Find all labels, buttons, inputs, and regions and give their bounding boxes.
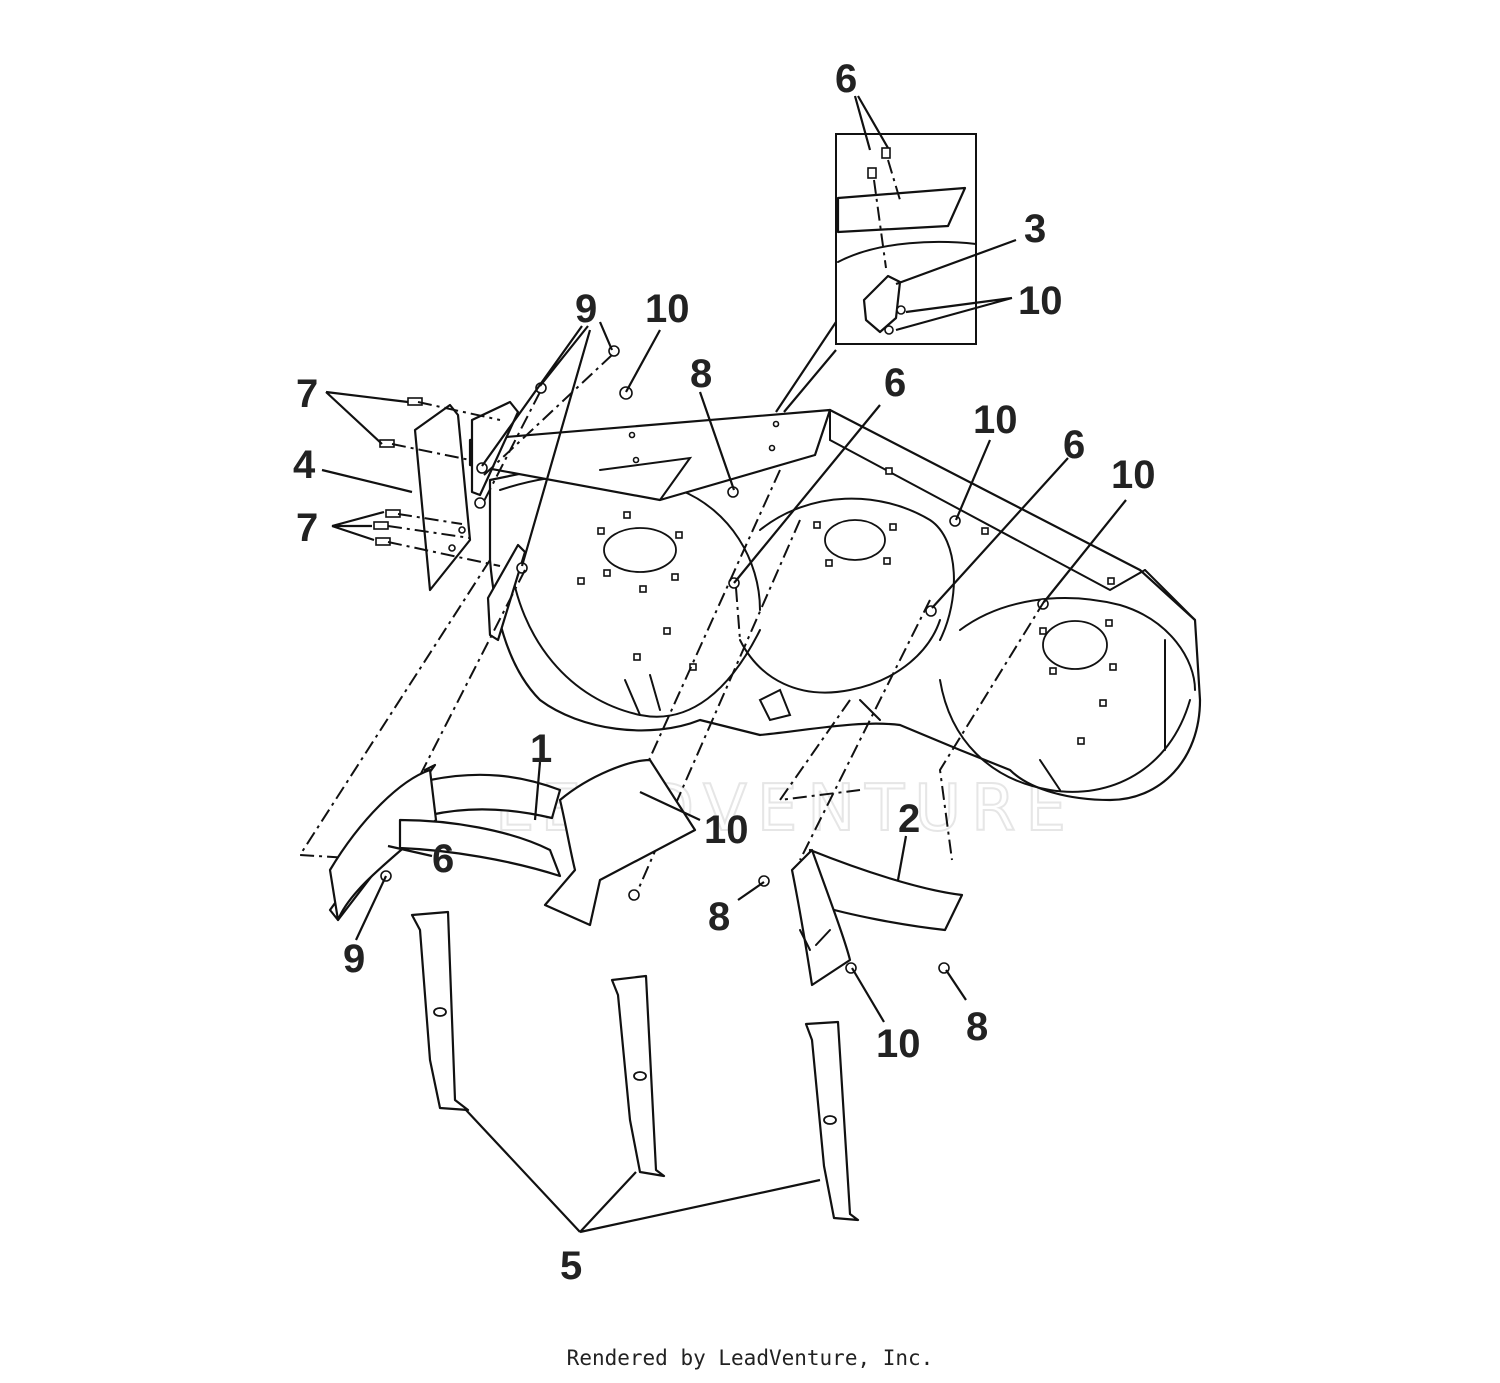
callout-10-right2: 10 (1111, 453, 1156, 497)
callout-6-top: 6 (835, 57, 857, 101)
inset-leader (775, 321, 837, 413)
callout-10-baffle1: 10 (704, 808, 749, 852)
baffle-part1 (328, 758, 697, 927)
spindle-hole-center (824, 519, 886, 561)
callout-5: 5 (560, 1244, 582, 1288)
callout-1: 1 (530, 727, 552, 771)
callout-9-top: 9 (575, 287, 597, 331)
callout-8-left: 8 (708, 895, 730, 939)
callout-6-right: 6 (1063, 423, 1085, 467)
callout-leaders (321, 95, 1127, 1023)
callout-9-bottom: 9 (343, 937, 365, 981)
callout-4: 4 (293, 443, 316, 487)
spindle-hole-right (1042, 620, 1108, 670)
callout-8-right: 8 (966, 1005, 988, 1049)
callout-7-lower: 7 (296, 506, 318, 550)
baffle-part2 (790, 848, 964, 987)
callout-2: 2 (898, 797, 920, 841)
callout-7-upper: 7 (296, 372, 318, 416)
callout-8-mid: 8 (690, 352, 712, 396)
callout-numbers: 6 3 10 9 10 7 4 7 8 6 10 6 10 1 10 6 9 2… (293, 57, 1156, 1288)
blades-part5 (410, 910, 860, 1234)
callout-10-top: 10 (645, 287, 690, 331)
spindle-hole-left (603, 527, 677, 573)
callout-6-baffle1: 6 (432, 837, 454, 881)
callout-10-right1: 10 (973, 398, 1018, 442)
callout-10-baffle2: 10 (876, 1022, 921, 1066)
render-credit: Rendered by LeadVenture, Inc. (566, 1346, 934, 1370)
inset-bracket-part3 (862, 274, 902, 334)
inset-detail-box (835, 133, 977, 345)
mower-deck (488, 408, 1202, 802)
callout-3: 3 (1024, 207, 1046, 251)
callout-6-mid: 6 (884, 361, 906, 405)
callout-10-inset: 10 (1018, 279, 1063, 323)
